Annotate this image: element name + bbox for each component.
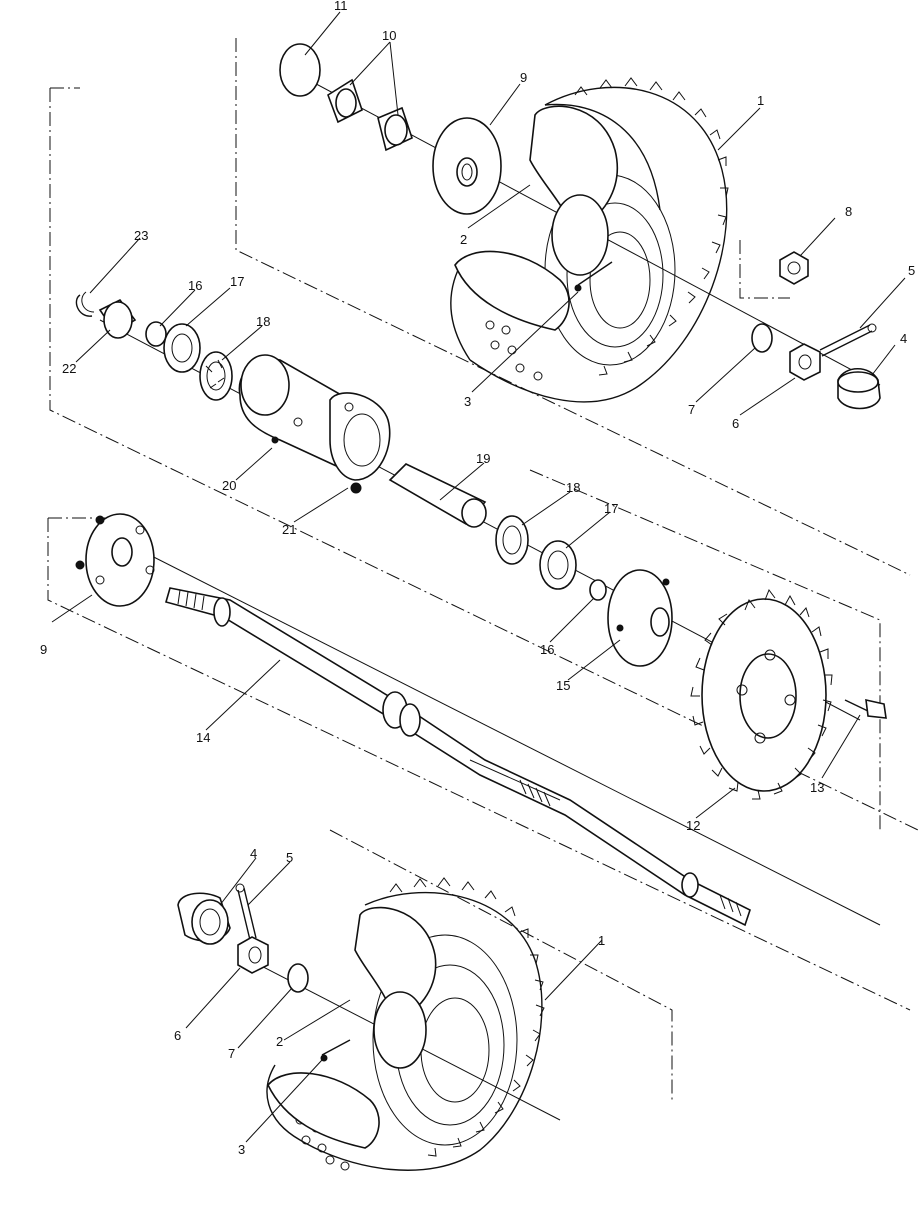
part-16-seal-left	[145, 321, 167, 347]
callout-9-top: 9	[520, 70, 527, 85]
callout-6-bottom: 6	[174, 1028, 181, 1043]
part-12-sprocket	[690, 588, 833, 800]
part-13-bolt	[844, 698, 887, 719]
callout-12: 12	[686, 818, 700, 833]
part-9-hub-left	[75, 513, 155, 607]
part-18-bearing-left	[199, 351, 233, 401]
part-19-sleeve	[388, 463, 487, 528]
callout-10: 10	[382, 28, 396, 43]
part-5-cotter-pin-bottom	[237, 887, 257, 941]
part-22-spacer	[98, 298, 137, 339]
part-5-cotter-pin-top	[819, 324, 873, 357]
part-6-castle-nut-bottom	[237, 936, 269, 974]
part-4-dust-cap-bottom	[177, 892, 231, 945]
leader-lines	[51, 11, 906, 1143]
callout-3-bottom: 3	[238, 1142, 245, 1157]
callout-7-bottom: 7	[228, 1046, 235, 1061]
callout-1-top: 1	[757, 93, 764, 108]
callout-11: 11	[334, 0, 348, 13]
callout-15: 15	[556, 678, 570, 693]
part-11-washer	[279, 43, 321, 97]
callout-5-top: 5	[908, 263, 915, 278]
callout-labels: 11 10 9 1 2 8 5 4 7 6 3 23 16 17 18 22 2…	[40, 0, 915, 1157]
hub-housing-assembly	[75, 291, 887, 800]
part-10-cones	[327, 78, 413, 152]
callout-20: 20	[222, 478, 236, 493]
callout-7-top: 7	[688, 402, 695, 417]
callout-5-bottom: 5	[286, 850, 293, 865]
callout-6-top: 6	[732, 416, 739, 431]
part-1-tire-top	[450, 77, 729, 403]
part-9-hub-flange-top	[432, 117, 502, 215]
part-8-nut	[779, 251, 809, 285]
part-15-sprocket-hub	[607, 569, 673, 667]
part-14-axle-shaft	[165, 587, 751, 927]
callout-2-bottom: 2	[276, 1034, 283, 1049]
callout-4-top: 4	[900, 331, 907, 346]
part-6-castle-nut-top	[789, 343, 821, 381]
callout-19: 19	[476, 451, 490, 466]
callout-23: 23	[134, 228, 148, 243]
part-21-hub-housing	[238, 354, 391, 494]
callout-2-top: 2	[460, 232, 467, 247]
group-boundaries	[47, 38, 919, 1100]
callout-14: 14	[196, 730, 210, 745]
bottom-wheel-assembly	[177, 877, 545, 1171]
part-17-seal-left	[163, 323, 201, 373]
callout-13: 13	[810, 780, 824, 795]
callout-21: 21	[282, 522, 296, 537]
callout-8: 8	[845, 204, 852, 219]
part-16-seal-right	[589, 579, 607, 601]
part-23-snap-ring	[75, 294, 93, 317]
callout-16-left: 16	[188, 278, 202, 293]
center-axes	[99, 69, 881, 1121]
callout-17-right: 17	[604, 501, 618, 516]
part-1-tire-bottom	[266, 877, 545, 1171]
callout-1-bottom: 1	[598, 933, 605, 948]
part-17-seal-right	[539, 540, 577, 590]
part-7-washer-bottom	[287, 963, 309, 993]
callout-9-left: 9	[40, 642, 47, 657]
callout-3-top: 3	[464, 394, 471, 409]
callout-4-bottom: 4	[250, 846, 257, 861]
callout-16-right: 16	[540, 642, 554, 657]
callout-18-right: 18	[566, 480, 580, 495]
part-4-dust-cap-top	[837, 367, 881, 410]
top-wheel-assembly	[279, 43, 881, 410]
part-18-bearing-right	[495, 515, 529, 565]
callout-22: 22	[62, 361, 76, 376]
callout-18-left: 18	[256, 314, 270, 329]
callout-17-left: 17	[230, 274, 244, 289]
axle-assembly	[75, 513, 751, 927]
part-7-washer-top	[751, 323, 773, 353]
